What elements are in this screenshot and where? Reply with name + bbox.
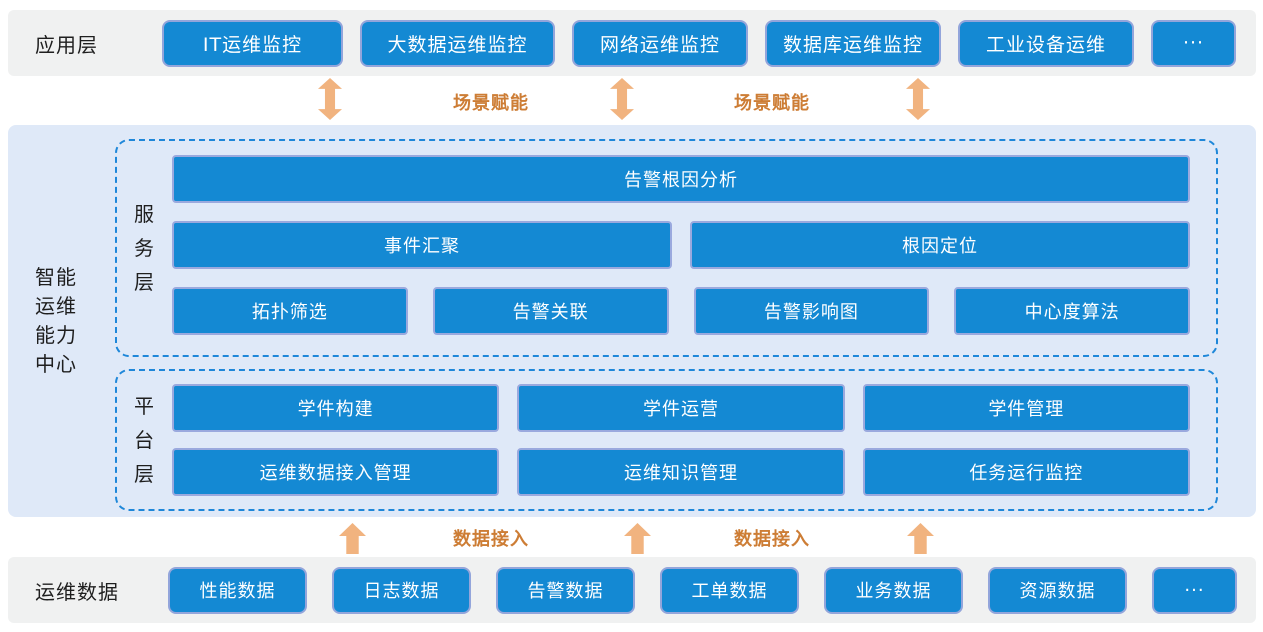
svc-box-event-aggregation: 事件汇聚 bbox=[172, 221, 672, 269]
data-layer-label: 运维数据 bbox=[35, 579, 119, 604]
plt-box-ops-data-access-management: 运维数据接入管理 bbox=[172, 448, 500, 496]
scene-enable-flow-row: 场景赋能 场景赋能 bbox=[0, 76, 1263, 125]
app-box-industrial-ops: 工业设备运维 bbox=[958, 19, 1134, 67]
data-access-flow-row: 数据接入 数据接入 bbox=[0, 517, 1263, 557]
application-layer-label: 应用层 bbox=[35, 32, 98, 57]
plt-box-task-run-monitoring: 任务运行监控 bbox=[862, 448, 1190, 496]
app-box-network-ops: 网络运维监控 bbox=[572, 19, 748, 67]
app-box-ellipsis: ··· bbox=[1151, 19, 1236, 67]
plt-box-ops-knowledge-management: 运维知识管理 bbox=[517, 448, 845, 496]
svc-box-root-cause-location: 根因定位 bbox=[690, 221, 1190, 269]
svc-box-centrality-algorithm: 中心度算法 bbox=[954, 287, 1190, 335]
svc-box-alarm-impact-graph: 告警影响图 bbox=[693, 287, 930, 335]
double-arrow-icon bbox=[906, 78, 930, 120]
svc-box-alarm-root-cause-analysis: 告警根因分析 bbox=[172, 155, 1190, 203]
service-layer-label: 服 务 层 bbox=[134, 202, 154, 294]
data-access-label: 数据接入 bbox=[734, 529, 810, 550]
data-access-label: 数据接入 bbox=[453, 529, 529, 550]
svc-box-alarm-correlation: 告警关联 bbox=[432, 287, 669, 335]
platform-layer-content: 学件构建 学件运营 学件管理 运维数据接入管理 运维知识管理 任务运行监控 bbox=[172, 371, 1190, 509]
plt-box-learnware-management: 学件管理 bbox=[862, 384, 1190, 432]
scene-enable-label: 场景赋能 bbox=[453, 93, 529, 114]
application-layer-band: 应用层 IT运维监控 大数据运维监控 网络运维监控 数据库运维监控 工业设备运维… bbox=[8, 10, 1256, 76]
platform-layer-label: 平 台 层 bbox=[134, 394, 154, 486]
up-arrow-icon bbox=[624, 523, 651, 554]
data-layer-band: 运维数据 性能数据 日志数据 告警数据 工单数据 业务数据 资源数据 ··· bbox=[8, 557, 1256, 623]
data-box-ticket: 工单数据 bbox=[660, 566, 799, 614]
service-layer-box: 服 务 层 告警根因分析 事件汇聚 根因定位 拓扑筛选 告警关联 告警影响图 中… bbox=[115, 139, 1218, 357]
capability-center-label: 智能 运维 能力 中心 bbox=[35, 265, 77, 376]
capability-center-panel: 智能 运维 能力 中心 服 务 层 告警根因分析 事件汇聚 根因定位 拓 bbox=[8, 125, 1256, 517]
platform-layer-box: 平 台 层 学件构建 学件运营 学件管理 运维数据接入管理 运维知识管理 任务运… bbox=[115, 369, 1218, 511]
plt-box-learnware-operation: 学件运营 bbox=[517, 384, 845, 432]
svc-box-topology-filter: 拓扑筛选 bbox=[172, 287, 408, 335]
data-box-performance: 性能数据 bbox=[168, 566, 307, 614]
application-layer-boxes: IT运维监控 大数据运维监控 网络运维监控 数据库运维监控 工业设备运维 ··· bbox=[162, 19, 1236, 67]
app-box-bigdata-ops: 大数据运维监控 bbox=[360, 19, 555, 67]
data-box-ellipsis: ··· bbox=[1152, 566, 1237, 614]
up-arrow-icon bbox=[907, 523, 934, 554]
up-arrow-icon bbox=[339, 523, 366, 554]
data-box-resource: 资源数据 bbox=[988, 566, 1127, 614]
double-arrow-icon bbox=[610, 78, 634, 120]
data-box-business: 业务数据 bbox=[824, 566, 963, 614]
scene-enable-label: 场景赋能 bbox=[734, 93, 810, 114]
data-box-alarm: 告警数据 bbox=[496, 566, 635, 614]
data-box-log: 日志数据 bbox=[332, 566, 471, 614]
app-box-it-ops: IT运维监控 bbox=[162, 19, 343, 67]
service-layer-content: 告警根因分析 事件汇聚 根因定位 拓扑筛选 告警关联 告警影响图 中心度算法 bbox=[172, 141, 1190, 355]
double-arrow-icon bbox=[318, 78, 342, 120]
app-box-database-ops: 数据库运维监控 bbox=[765, 19, 941, 67]
plt-box-learnware-build: 学件构建 bbox=[172, 384, 500, 432]
data-layer-boxes: 性能数据 日志数据 告警数据 工单数据 业务数据 资源数据 ··· bbox=[168, 566, 1237, 614]
